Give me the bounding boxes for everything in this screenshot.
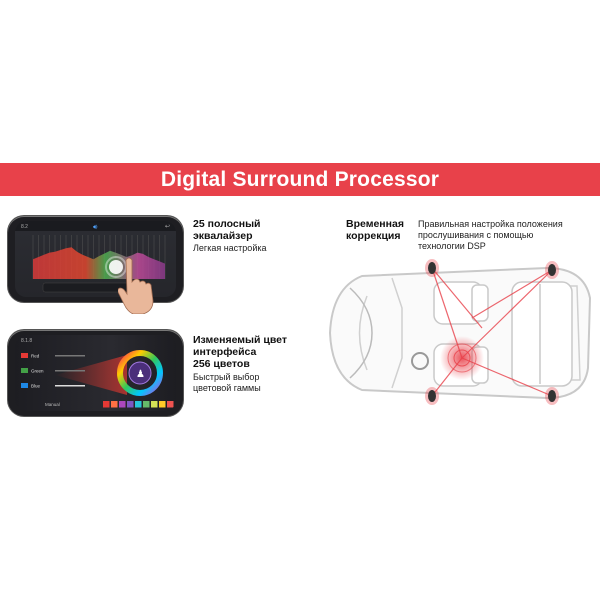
time-title-line-2: коррекция	[346, 230, 401, 242]
color-swatch[interactable]	[127, 401, 134, 408]
svg-text:Green: Green	[31, 369, 44, 374]
color-swatch[interactable]	[159, 401, 166, 408]
speaker-rear-right-icon	[545, 387, 559, 405]
color-swatch[interactable]	[135, 401, 142, 408]
red-slider: Red	[21, 353, 85, 359]
color-ring	[117, 350, 163, 396]
time-text-line-1: Правильная настройка положения	[418, 219, 563, 229]
color-feature-title: Изменяемый цвет интерфейса 256 цветов	[193, 334, 287, 370]
color-swatch[interactable]	[151, 401, 158, 408]
speaker-front-left-icon	[425, 259, 439, 277]
back-icon: ↩	[165, 223, 170, 230]
svg-text:Red: Red	[31, 354, 40, 359]
green-slider: Green	[21, 368, 85, 374]
color-feature-subtitle: Быстрый выбор цветовой гаммы	[193, 372, 261, 394]
color-swatch[interactable]	[111, 401, 118, 408]
title-banner: Digital Surround Processor	[0, 163, 600, 196]
eq-title-line-2: эквалайзер	[193, 230, 253, 242]
equalizer-screen: 8.2 🔊︎ ↩	[15, 221, 176, 297]
color-lock-icon: ♟	[136, 369, 145, 380]
windshield	[349, 287, 373, 379]
car-top-view-diagram	[328, 259, 592, 405]
steering-wheel-icon	[411, 352, 429, 370]
banner-title: Digital Surround Processor	[160, 167, 440, 191]
svg-text:8.1.8: 8.1.8	[21, 338, 32, 344]
color-title-line-1: Изменяемый цвет	[193, 334, 288, 346]
svg-text:8.2: 8.2	[21, 224, 28, 230]
blue-slider: Blue	[21, 383, 85, 389]
color-picker-panel: 8.1.8 ♟ Red Green Blue Manual	[21, 338, 174, 408]
touch-indicator	[109, 260, 123, 274]
speaker-front-right-icon	[425, 387, 439, 405]
color-title-line-2: интерфейса	[193, 346, 257, 358]
speaker-rear-left-icon	[545, 261, 559, 279]
color-swatch[interactable]	[103, 401, 110, 408]
color-title-line-3: 256 цветов	[193, 358, 250, 370]
svg-text:Manual: Manual	[45, 402, 60, 407]
time-text-line-3: технологии DSP	[418, 241, 486, 251]
svg-text:Blue: Blue	[31, 384, 41, 389]
phone-equalizer: 8.2 🔊︎ ↩	[8, 216, 183, 314]
color-swatch[interactable]	[143, 401, 150, 408]
eq-feature-subtitle: Легкая настройка	[193, 243, 267, 253]
phone-color-picker: 8.1.8 ♟ Red Green Blue Manual	[8, 330, 183, 416]
listening-point	[440, 336, 484, 380]
speaker-icon: 🔊︎	[93, 223, 98, 231]
hand-pointer-icon	[118, 257, 154, 314]
color-swatch[interactable]	[119, 401, 126, 408]
color-subtitle-line-2: цветовой гаммы	[193, 383, 261, 393]
color-subtitle-line-1: Быстрый выбор	[193, 372, 260, 382]
time-feature-text: Правильная настройка положения прослушив…	[418, 219, 563, 252]
eq-feature-title: 25 полосный эквалайзер	[193, 218, 261, 242]
color-swatch[interactable]	[167, 401, 174, 408]
time-feature-title: Временная коррекция	[346, 218, 404, 242]
time-text-line-2: прослушивания с помощью	[418, 230, 534, 240]
eq-title-line-1: 25 полосный	[193, 218, 261, 230]
color-picker-screen: 8.1.8 ♟ Red Green Blue Manual	[15, 335, 176, 411]
time-title-line-1: Временная	[346, 218, 404, 230]
